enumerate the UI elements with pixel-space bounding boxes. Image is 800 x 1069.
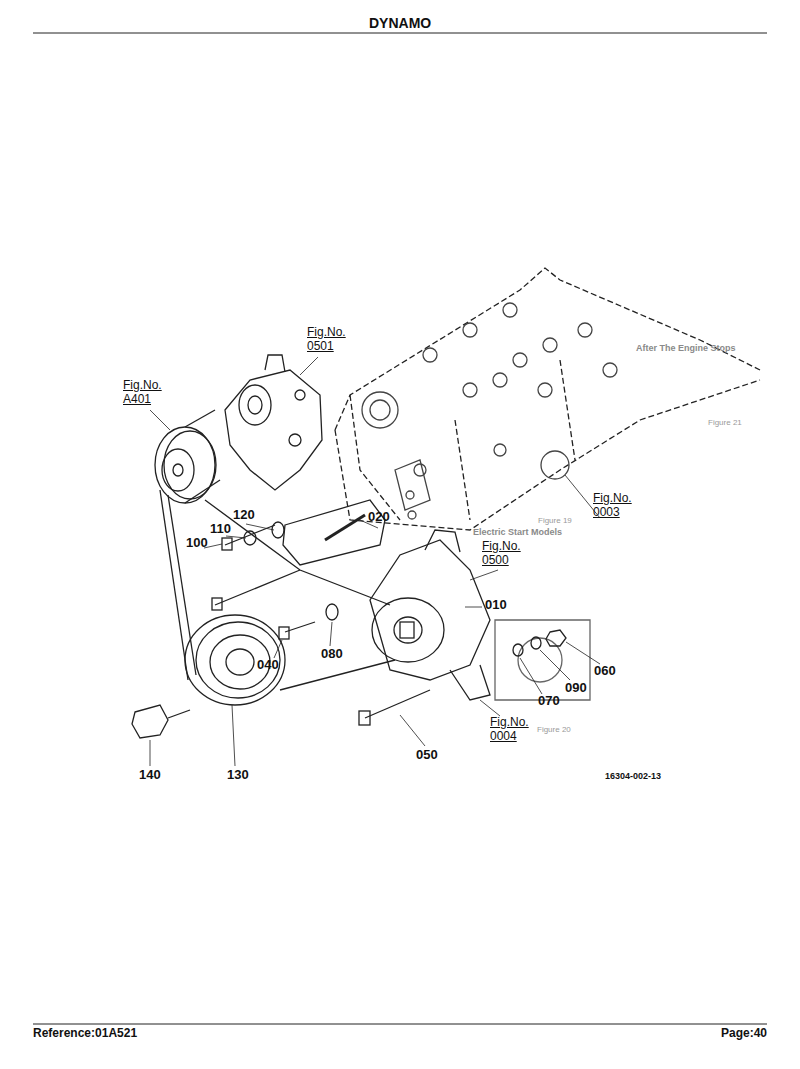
callout-number: 010 — [485, 598, 507, 613]
figure-reference: Fig.No. A401 — [123, 379, 167, 407]
figure-reference: Fig.No. 0500 — [482, 540, 526, 568]
callout-number: 100 — [186, 536, 208, 551]
overlay-text: Figure 20 — [537, 725, 571, 734]
overlay-text: Figure 21 — [708, 418, 742, 427]
callout-number: 140 — [139, 768, 161, 783]
figure-reference: Fig.No. 0003 — [593, 492, 637, 520]
callout-number: 050 — [416, 748, 438, 763]
callout-number: 080 — [321, 647, 343, 662]
overlay-text: Figure 19 — [538, 516, 572, 525]
callout-number: 130 — [227, 768, 249, 783]
drawing-number: 16304-002-13 — [605, 771, 661, 781]
callout-number: 070 — [538, 694, 560, 709]
overlay-text: Electric Start Models — [473, 527, 562, 537]
callout-number: 120 — [233, 508, 255, 523]
callout-number: 040 — [257, 658, 279, 673]
figure-reference: Fig.No. 0004 — [490, 716, 534, 744]
page-number: Page:40 — [721, 1027, 767, 1041]
callout-number: 060 — [594, 664, 616, 679]
footer-reference: Reference:01A521 — [33, 1027, 137, 1041]
callout-number: 090 — [565, 681, 587, 696]
figure-reference: Fig.No. 0501 — [307, 326, 351, 354]
page-title: DYNAMO — [369, 15, 431, 31]
callout-number: 020 — [368, 510, 390, 525]
callout-number: 110 — [210, 522, 231, 537]
overlay-text: After The Engine Stops — [636, 343, 736, 353]
